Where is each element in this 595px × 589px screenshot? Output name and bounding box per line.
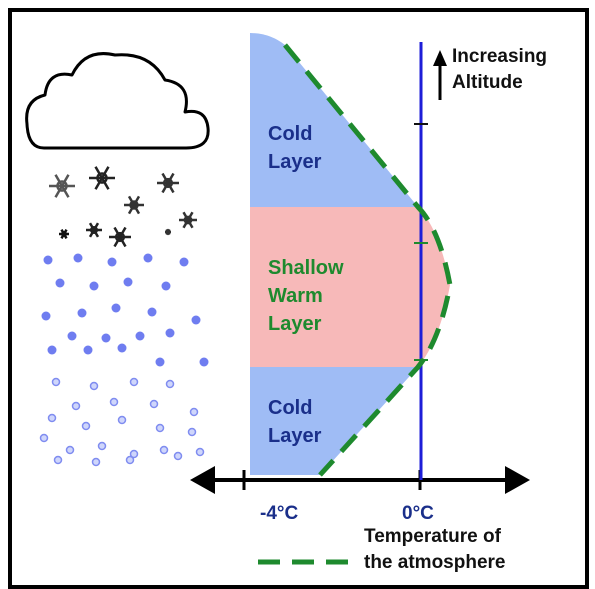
cloud-icon — [25, 52, 210, 150]
snow-drop — [83, 345, 93, 355]
snowflake-icon — [157, 172, 179, 194]
tick-minus4-label: -4°C — [260, 503, 299, 524]
freezing-rain-drop — [117, 415, 127, 425]
snow-drop — [191, 315, 201, 325]
freezing-rain-drop — [165, 379, 175, 389]
warm-bulge — [418, 207, 450, 367]
label-line: Shallow — [268, 257, 344, 279]
snow-drop — [43, 255, 53, 265]
cold-layer-top-label: Cold Layer — [268, 120, 321, 176]
snow-drop — [73, 253, 83, 263]
freezing-rain-drop — [189, 407, 199, 417]
snow-drop — [123, 277, 133, 287]
temperature-curve — [283, 43, 453, 477]
cold-layer-top — [250, 33, 418, 207]
axis-arrow-left — [190, 466, 215, 494]
label-line: Warm — [268, 285, 323, 307]
precipitation — [39, 166, 209, 467]
snow-drop — [101, 333, 111, 343]
label-line: Temperature of — [364, 526, 501, 547]
cold-layer-bottom-label: Cold Layer — [268, 394, 321, 450]
freezing-rain-drop — [89, 381, 99, 391]
legend-label: Temperature of the atmosphere — [364, 524, 505, 576]
freezing-rain-drop — [53, 455, 63, 465]
label-line: Layer — [268, 425, 322, 447]
snowflake-icon — [86, 222, 102, 238]
freezing-rain-drop — [159, 445, 169, 455]
label-line: Increasing — [452, 46, 548, 67]
snow-drop — [67, 331, 77, 341]
snowflake-icon — [179, 211, 197, 229]
snow-drop — [55, 278, 65, 288]
axis-arrow-right — [505, 466, 530, 494]
freezing-rain-drop — [97, 441, 107, 451]
snowflake-icon — [49, 174, 75, 198]
snow-drop — [89, 281, 99, 291]
snow-drop — [155, 357, 165, 367]
freezing-rain-drop — [109, 397, 119, 407]
warm-layer-label: Shallow Warm Layer — [268, 254, 344, 338]
freezing-rain-drop — [195, 447, 205, 457]
snow-drop — [179, 257, 189, 267]
tick-zero-label: 0°C — [402, 503, 434, 524]
freezing-rain-drop — [71, 401, 81, 411]
snow-drop — [111, 303, 121, 313]
cold-layer-bottom — [250, 367, 418, 475]
freezing-rain-drop — [155, 423, 165, 433]
freezing-rain-drop — [91, 457, 101, 467]
arrow-up-head — [433, 50, 447, 66]
snowflake-icon — [124, 195, 144, 215]
warm-layer — [250, 207, 418, 367]
snow-drop — [41, 311, 51, 321]
freezing-rain-drop — [125, 455, 135, 465]
label-line: the atmosphere — [364, 552, 506, 573]
freezing-rain-drop — [129, 377, 139, 387]
freezing-rain-drop — [173, 451, 183, 461]
snowflake-icon — [165, 228, 171, 236]
snow-drop — [77, 308, 87, 318]
freezing-rain-drop — [187, 427, 197, 437]
snow-drop — [199, 357, 209, 367]
snow-drop — [143, 253, 153, 263]
label-line: Layer — [268, 151, 322, 173]
snow-drop — [117, 343, 127, 353]
freezing-rain-drop — [81, 421, 91, 431]
freezing-rain-drop — [129, 449, 139, 459]
freezing-rain-drop — [39, 433, 49, 443]
snow-drop — [165, 328, 175, 338]
snowflake-icon — [89, 166, 115, 190]
label-line: Layer — [268, 313, 322, 335]
snow-drop — [147, 307, 157, 317]
altitude-label: Increasing Altitude — [452, 44, 547, 96]
snowflake-icon — [59, 229, 69, 239]
snow-drop — [161, 281, 171, 291]
freezing-rain-drop — [47, 413, 57, 423]
snow-drop — [135, 331, 145, 341]
label-line: Cold — [268, 123, 313, 145]
label-line: Altitude — [452, 72, 523, 93]
freezing-rain-drop — [149, 399, 159, 409]
freezing-rain-drop — [65, 445, 75, 455]
snow-drop — [107, 257, 117, 267]
snow-drop — [47, 345, 57, 355]
snowflake-icon — [109, 226, 131, 248]
freezing-rain-drop — [51, 377, 61, 387]
label-line: Cold — [268, 397, 313, 419]
